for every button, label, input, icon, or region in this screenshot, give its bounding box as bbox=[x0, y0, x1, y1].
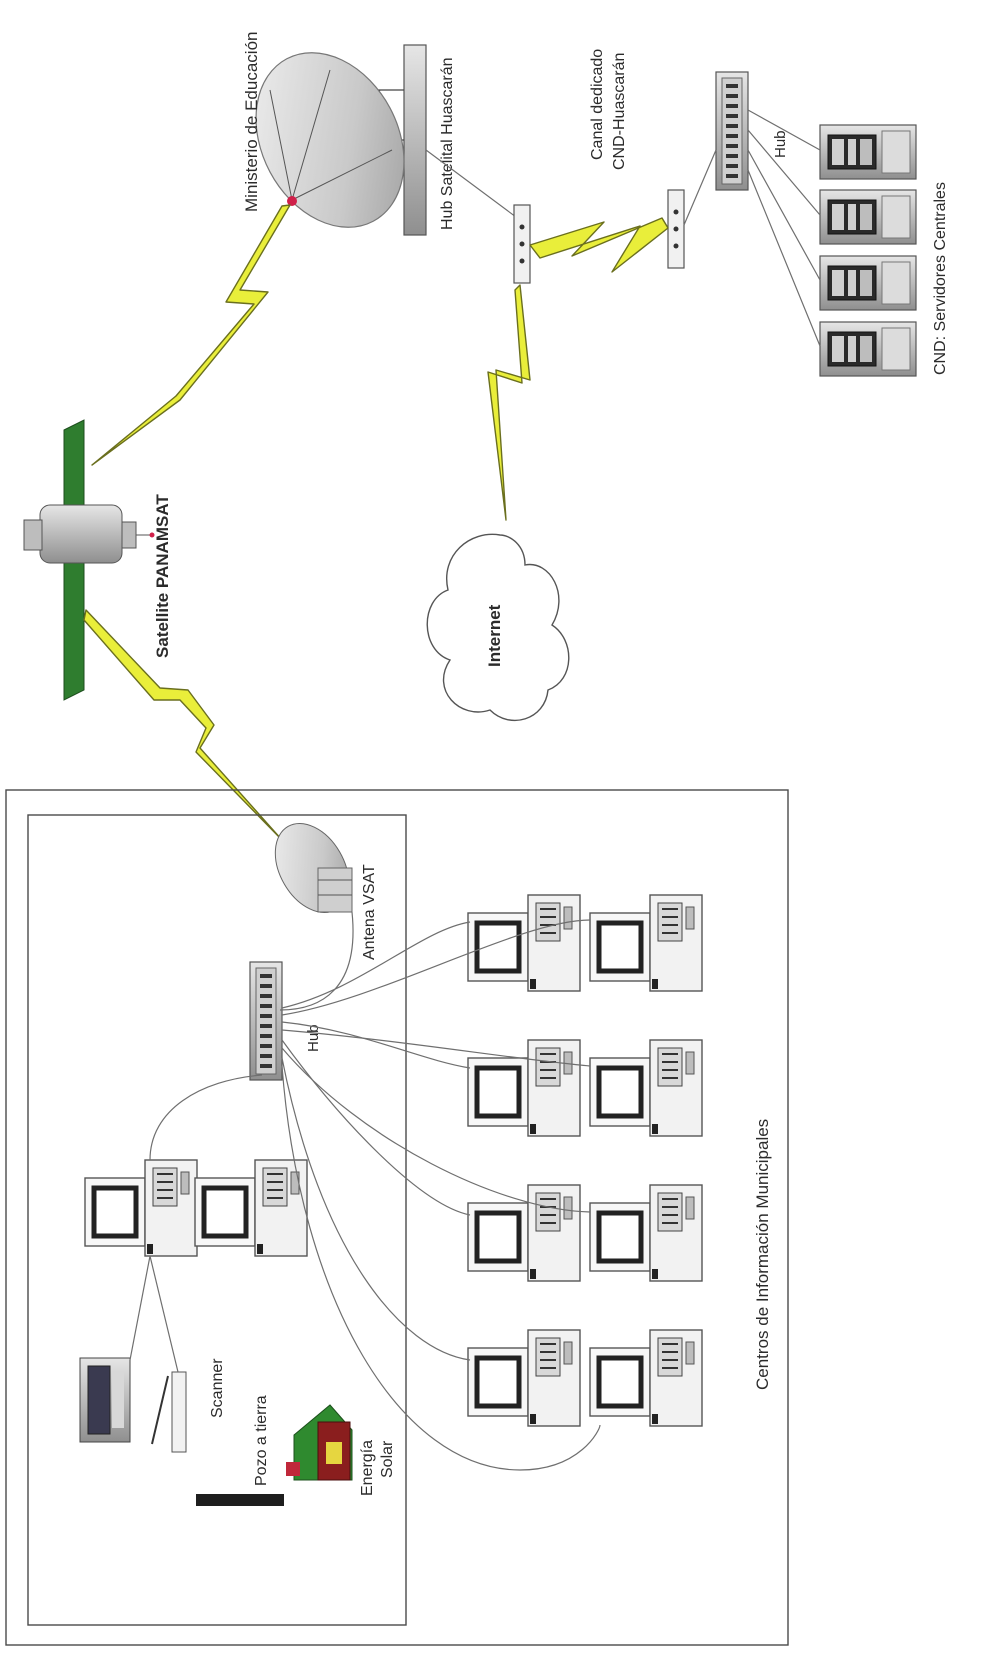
centros-outer-frame bbox=[5, 789, 789, 1646]
wire-hub-servers bbox=[747, 109, 821, 347]
wire-pc-peripherals bbox=[129, 1255, 179, 1373]
ministerio-dish-icon bbox=[255, 44, 427, 236]
link-ministerio-satellite-icon bbox=[91, 204, 291, 466]
cnd-servers-label: CND: Servidores Centrales bbox=[932, 182, 949, 375]
hub-cnd-icon bbox=[715, 71, 749, 191]
server-4-icon bbox=[819, 321, 917, 377]
printer-icon bbox=[79, 1357, 131, 1443]
pozo-bar-icon bbox=[196, 1494, 284, 1506]
canal-label-line2: CND-Huascarán bbox=[611, 53, 628, 170]
scanner-icon bbox=[151, 1371, 187, 1453]
server-3-icon bbox=[819, 255, 917, 311]
wire-hub-pc1 bbox=[149, 1074, 263, 1161]
wires-hub-pcs bbox=[281, 919, 601, 1471]
link-canal-dedicado-icon bbox=[529, 217, 669, 273]
energia-label-line2: Solar bbox=[379, 1440, 396, 1478]
server-2-icon bbox=[819, 189, 917, 245]
internet-cloud-icon bbox=[426, 533, 570, 721]
pc-local-1-icon bbox=[85, 1160, 197, 1256]
pc-row1-2-icon bbox=[468, 1040, 580, 1136]
wire-hub-antena bbox=[279, 911, 354, 1011]
satellite-label: Satellite PANAMSAT bbox=[153, 494, 172, 658]
hub-satelital-label: Hub Satelital Huascarán bbox=[439, 57, 456, 230]
pc-row1-3-icon bbox=[468, 1185, 580, 1281]
pc-row2-1-icon bbox=[590, 895, 702, 991]
pc-row2-3-icon bbox=[590, 1185, 702, 1281]
local-network-frame bbox=[27, 814, 407, 1626]
pc-row2-4-icon bbox=[590, 1330, 702, 1426]
pc-row2-2-icon bbox=[590, 1040, 702, 1136]
pozo-label: Pozo a tierra bbox=[253, 1395, 270, 1486]
antena-vsat-icon bbox=[274, 822, 353, 914]
internet-label: Internet bbox=[485, 604, 504, 667]
satellite-icon bbox=[23, 419, 155, 701]
energia-solar-icon bbox=[286, 1404, 353, 1481]
modem-cnd-icon bbox=[667, 189, 685, 269]
server-1-icon bbox=[819, 124, 917, 180]
hub-cnd-label: Hub bbox=[772, 130, 789, 158]
pc-local-2-icon bbox=[195, 1160, 307, 1256]
antena-vsat-label: Antena VSAT bbox=[361, 864, 378, 960]
hub-satelital-text: Hub Satelital Huascarán bbox=[439, 57, 456, 230]
scanner-label: Scanner bbox=[209, 1358, 226, 1418]
pc-row1-4-icon bbox=[468, 1330, 580, 1426]
modem-huascaran-icon bbox=[513, 204, 531, 284]
wire-dish-modem bbox=[425, 149, 521, 221]
canal-label-line1: Canal dedicado bbox=[589, 49, 606, 160]
pc-row1-1-icon bbox=[468, 895, 580, 991]
centros-label: Centros de Información Municipales bbox=[753, 1119, 772, 1390]
wire-modem-hub bbox=[683, 149, 717, 226]
link-satellite-antena-icon bbox=[83, 609, 283, 841]
energia-label-line1: Energía bbox=[359, 1440, 376, 1496]
link-internet-icon bbox=[487, 284, 531, 521]
hub-local-icon bbox=[249, 961, 283, 1081]
hub-local-label: Hub bbox=[305, 1024, 322, 1052]
ministerio-label: Ministerio de Educación bbox=[242, 32, 261, 212]
